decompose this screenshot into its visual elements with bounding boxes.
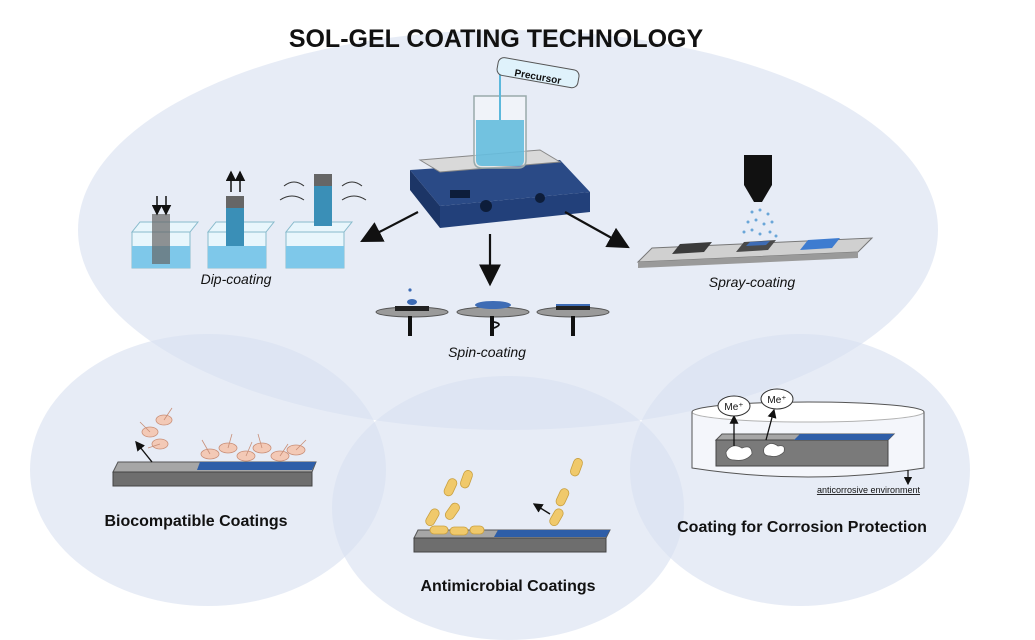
- metal-ion-bubble-1: [717, 395, 751, 417]
- biocompatible-illustration: [112, 407, 317, 487]
- metal-ion-bubble-2: [760, 388, 794, 410]
- anticorrosive-environment-label: anticorrosive environment: [817, 485, 921, 495]
- antimicrobial-illustration: [413, 458, 611, 553]
- antimicrobial-label: Antimicrobial Coatings: [420, 578, 595, 595]
- dip-coating-illustration: [130, 170, 367, 269]
- top-bubble: [78, 30, 938, 430]
- spin-coating-label: Spin-coating: [448, 344, 526, 360]
- antimicrobial-bubble: [332, 376, 684, 640]
- method-arrows: [360, 211, 630, 287]
- hot-plate-stirrer: [410, 149, 590, 228]
- metal-ion-label-2: Me⁺: [767, 395, 786, 406]
- dip-coating-label: Dip-coating: [201, 271, 272, 287]
- corrosion-label: Coating for Corrosion Protection: [677, 519, 927, 536]
- biocompatible-label: Biocompatible Coatings: [104, 513, 287, 530]
- spin-coating-illustration: [375, 288, 610, 336]
- page-title: SOL-GEL COATING TECHNOLOGY: [289, 25, 704, 53]
- spray-coating-label: Spray-coating: [709, 274, 796, 290]
- corrosion-illustration: [691, 388, 925, 486]
- spray-coating-illustration: [636, 155, 874, 268]
- beaker-icon: [473, 64, 527, 169]
- metal-ion-label-1: Me⁺: [724, 402, 743, 413]
